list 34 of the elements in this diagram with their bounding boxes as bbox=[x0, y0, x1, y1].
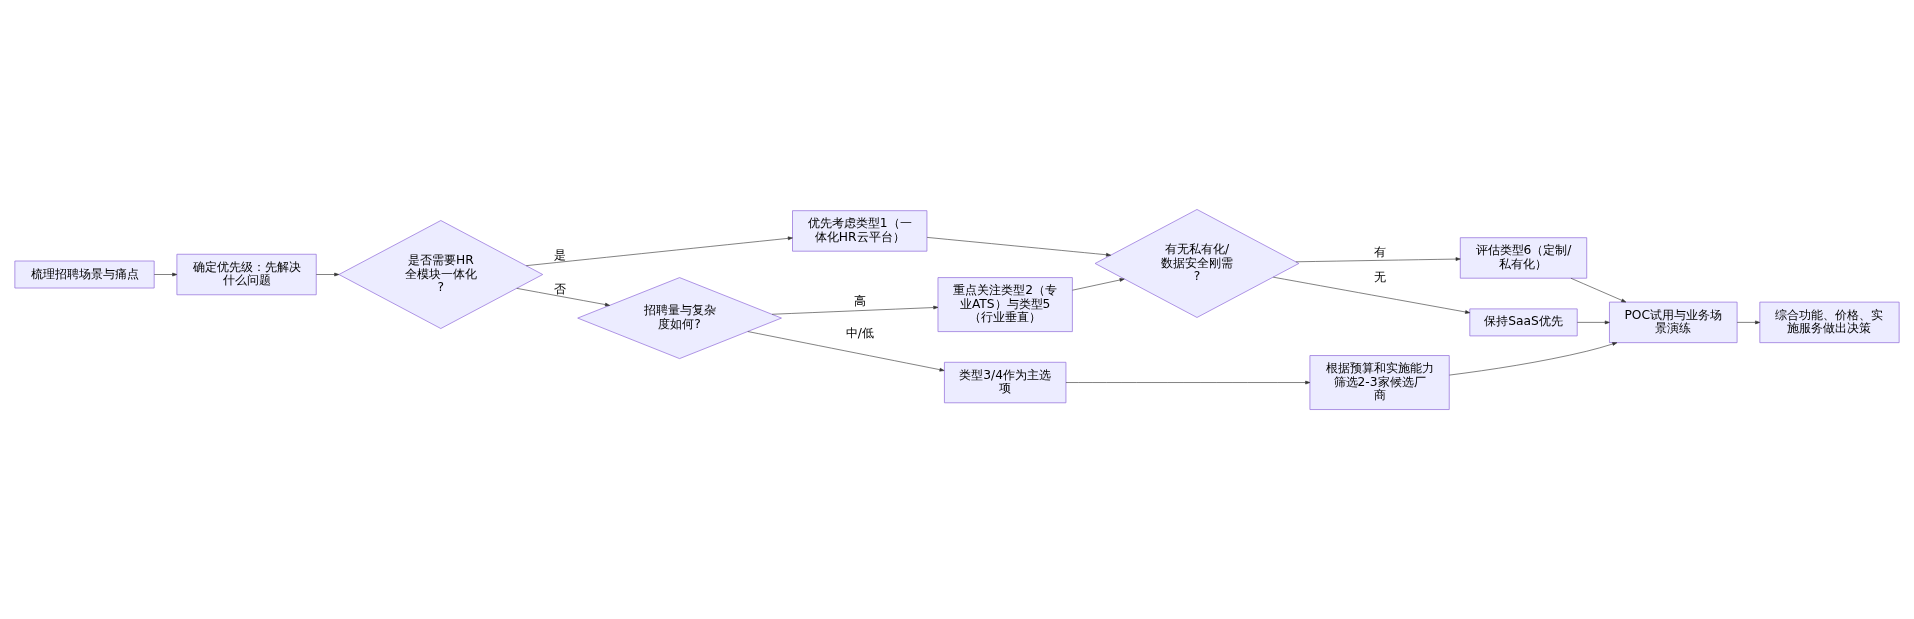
arrow bbox=[525, 236, 793, 266]
node-diamond: 是否需要HR全模块一体化? bbox=[338, 220, 544, 329]
arrow bbox=[153, 272, 178, 277]
edge-label: 有 bbox=[1373, 245, 1386, 260]
node-box: 优先考虑类型1（一体化HR云平台） bbox=[792, 210, 928, 252]
arrow bbox=[1570, 277, 1627, 303]
node-diamond: 有无私有化/数据安全刚需? bbox=[1094, 209, 1300, 318]
arrow bbox=[1272, 276, 1471, 314]
arrow bbox=[516, 288, 610, 307]
node-box: 确定优先级：先解决什么问题 bbox=[176, 253, 317, 296]
arrow bbox=[1449, 342, 1618, 376]
node-box: 保持SaaS优先 bbox=[1469, 308, 1578, 337]
node-diamond: 招聘量与复杂度如何? bbox=[577, 277, 782, 359]
node-box: 类型3/4作为主选项 bbox=[944, 361, 1067, 404]
arrow bbox=[1577, 320, 1610, 325]
edge-label: 否 bbox=[554, 281, 567, 296]
node-box: 根据预算和实施能力筛选2-3家候选厂商 bbox=[1309, 355, 1450, 410]
edge-label: 是 bbox=[554, 247, 567, 262]
node-box: 重点关注类型2（专业ATS）与类型5（行业垂直） bbox=[937, 277, 1073, 332]
arrow bbox=[926, 237, 1111, 257]
arrow bbox=[1072, 278, 1125, 291]
arrow bbox=[316, 272, 340, 277]
node-box: 梳理招聘场景与痛点 bbox=[14, 260, 155, 289]
node-box: 综合功能、价格、实施服务做出决策 bbox=[1759, 301, 1900, 343]
arrow bbox=[771, 305, 939, 315]
node-box: POC试用与业务场景演练 bbox=[1609, 301, 1738, 343]
arrow bbox=[1295, 257, 1461, 263]
node-box: 评估类型6（定制/私有化） bbox=[1459, 237, 1588, 279]
arrow bbox=[747, 331, 945, 372]
arrow bbox=[1065, 380, 1311, 385]
edge-label: 高 bbox=[853, 293, 866, 308]
edge-label: 无 bbox=[1373, 269, 1386, 284]
arrow bbox=[1736, 320, 1761, 325]
edge-label: 中/低 bbox=[845, 325, 874, 340]
